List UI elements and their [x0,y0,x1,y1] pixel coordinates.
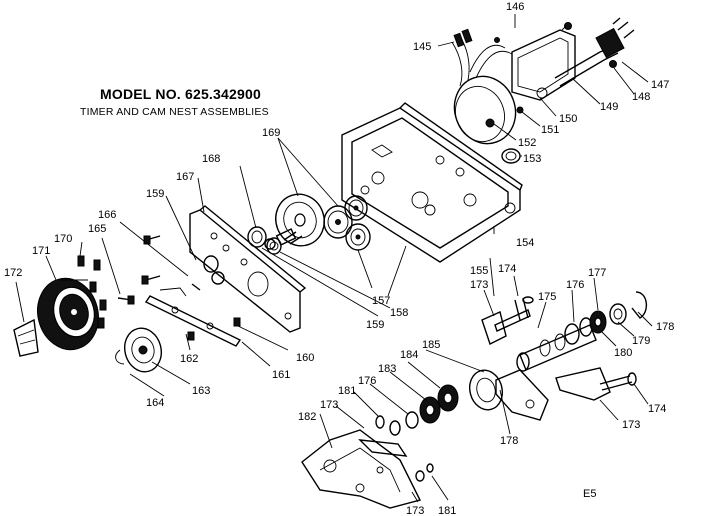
callout-169: 169 [262,127,280,139]
callout-185: 185 [422,339,440,351]
callout-181-lower: 181 [438,505,456,516]
cam-bracket [495,369,549,421]
timer-knob [13,318,39,357]
callout-179: 179 [632,335,650,347]
callout-152: 152 [518,137,536,149]
pivot-pin-upper [481,296,534,345]
cam-shaft [516,324,597,372]
callout-155: 155 [470,265,488,277]
callout-173-right: 173 [622,419,640,431]
callout-172: 172 [4,267,22,279]
callout-174-upper: 174 [498,263,516,275]
timer-dial [37,277,99,351]
cam-lever-lower [555,367,637,401]
callout-174-lower: 174 [648,403,666,415]
callout-176-left: 176 [358,375,376,387]
callout-180: 180 [614,347,632,359]
dial-studs [77,255,107,329]
callout-182: 182 [298,411,316,423]
callout-159-lower: 159 [366,319,384,331]
cam-washers [564,291,647,345]
wire-terminals [453,28,500,48]
callout-164: 164 [146,397,164,409]
callout-153: 153 [523,153,541,165]
timer-housing-plate [341,102,523,263]
callout-167: 167 [176,171,194,183]
cam-stack [389,369,503,436]
assembly-subtitle: TIMER AND CAM NEST ASSEMBLIES [80,106,269,118]
callout-151: 151 [541,124,559,136]
switch-frame [301,429,422,509]
front-mounting-plate [189,205,307,333]
callout-162: 162 [180,353,198,365]
callout-173-mid: 173 [320,399,338,411]
power-cord-plug [554,17,635,87]
idler-gear-3 [345,223,371,251]
callout-178-right: 178 [656,321,674,333]
callout-146: 146 [506,1,524,13]
callout-149: 149 [600,101,618,113]
callout-184: 184 [400,349,418,361]
leader-lines [15,14,653,503]
callout-145: 145 [413,41,431,53]
callout-160: 160 [296,352,314,364]
callout-154: 154 [516,237,534,249]
callout-181-upper: 181 [338,385,356,397]
callout-165: 165 [88,223,106,235]
callout-178-lower: 178 [500,435,518,447]
callout-175: 175 [538,291,556,303]
callout-183: 183 [378,363,396,375]
callout-170: 170 [54,233,72,245]
callout-159-upper: 159 [146,188,164,200]
timer-motor [451,39,524,145]
large-drive-gear [275,193,325,247]
callout-148: 148 [632,91,650,103]
cam-lever-link [144,287,242,347]
callout-168: 168 [202,153,220,165]
callout-147: 147 [651,79,669,91]
callout-173-upper: 173 [470,279,488,291]
callout-176-right: 176 [566,279,584,291]
cord-clamp-screw [561,22,617,68]
timer-motor-cover [511,29,576,101]
callout-173-bottom: 173 [406,505,424,516]
page-code: E5 [583,488,597,500]
callout-161: 161 [272,369,290,381]
plate-bushings [203,226,282,285]
callout-166: 166 [98,209,116,221]
callout-158: 158 [390,307,408,319]
model-number-title: MODEL NO. 625.342900 [100,86,261,102]
motor-bushing [501,148,521,164]
callout-150: 150 [559,113,577,125]
callout-163: 163 [192,385,210,397]
detent-gear [115,327,162,373]
idler-gear-2 [344,195,368,221]
callout-177: 177 [588,267,606,279]
callout-157: 157 [372,295,390,307]
callout-171: 171 [32,245,50,257]
mounting-screws [117,235,241,341]
idler-gear-1 [323,205,353,239]
retaining-clips [375,415,434,482]
